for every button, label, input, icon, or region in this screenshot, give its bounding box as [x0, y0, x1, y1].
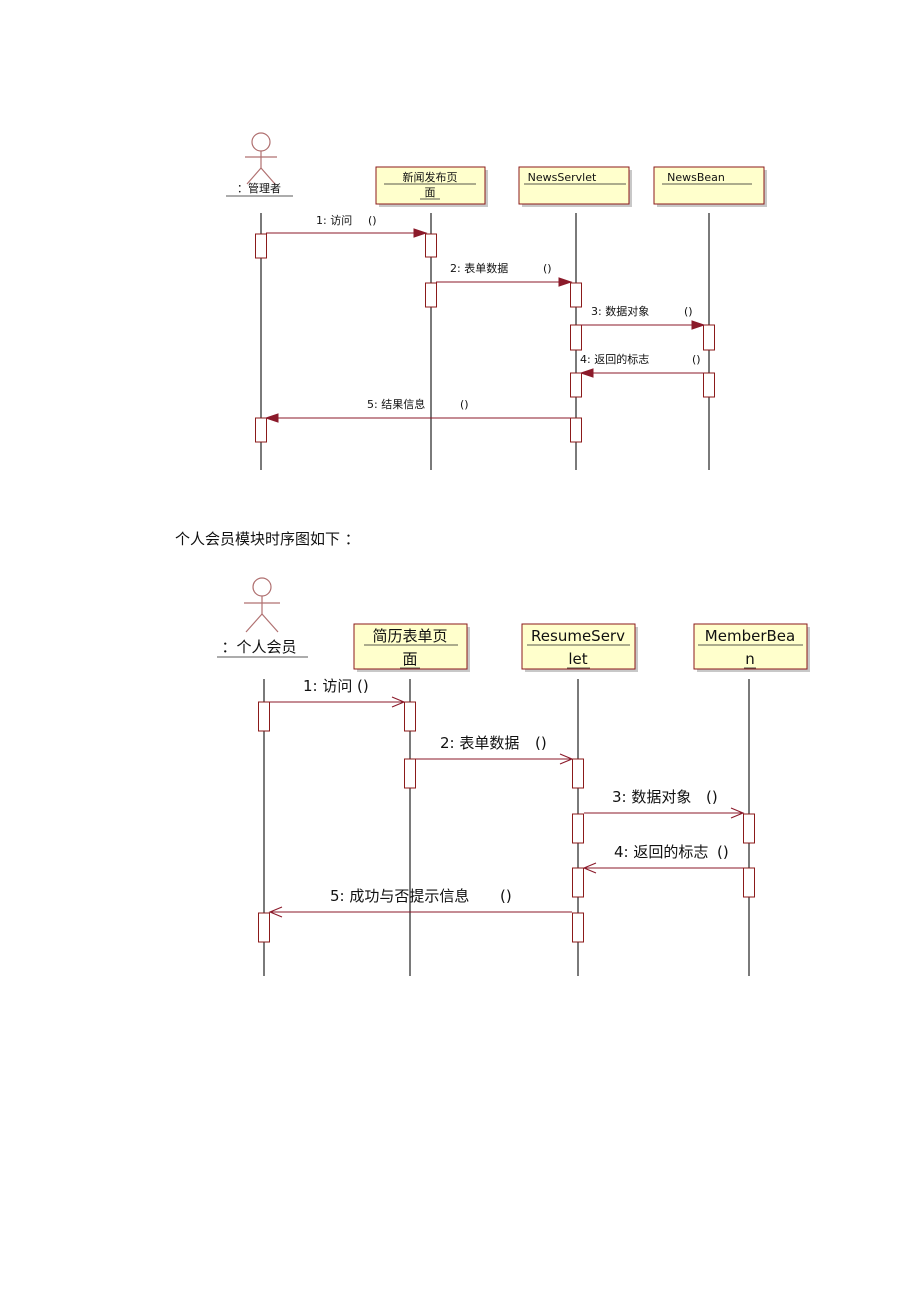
activation-bar	[743, 867, 755, 898]
arrow-head	[691, 320, 706, 330]
message-2: 2: 表单数据 ()	[416, 734, 574, 765]
activation-bar	[404, 701, 416, 732]
activation-bar	[570, 372, 582, 398]
message-args: ()	[717, 843, 729, 861]
message-args: ()	[535, 734, 547, 752]
message-label: 1: 访问	[303, 677, 352, 695]
activation-bar	[743, 813, 755, 844]
actor-head	[252, 577, 272, 597]
object-label-line: n	[745, 650, 755, 668]
section-caption: 个人会员模块时序图如下 ：	[175, 530, 360, 548]
message-args: ()	[368, 214, 377, 227]
message-label: 5: 成功与否提示信息	[330, 887, 469, 905]
object-box-rect	[653, 166, 765, 205]
activation-bar	[572, 758, 584, 789]
activation-bar	[258, 912, 270, 943]
message-args: ()	[357, 677, 369, 695]
arrow-head	[264, 413, 279, 423]
object-box-rect	[693, 623, 808, 670]
message-4: 4: 返回的标志 ()	[582, 843, 743, 874]
message-3: 3: 数据对象 ()	[581, 304, 706, 330]
message-args: ()	[692, 353, 701, 366]
arrow-head	[582, 862, 597, 874]
message-label: 1: 访问	[316, 214, 352, 227]
message-label: 3: 数据对象	[591, 304, 649, 318]
activation-bar	[703, 372, 715, 398]
object-label-line: NewsBean	[667, 171, 725, 184]
object-box-servlet: NewsServlet	[518, 166, 632, 207]
message-1: 1: 访问 ()	[266, 214, 428, 238]
actor-leg-left	[246, 167, 262, 185]
arrow-head	[730, 807, 745, 819]
object-box-rect	[353, 623, 468, 670]
actor-leg-right	[261, 613, 279, 633]
actor-icon	[244, 577, 280, 633]
activation-bar	[425, 282, 437, 308]
message-args: ()	[500, 887, 512, 905]
activation-bar	[570, 417, 582, 443]
object-box-bean: NewsBean	[653, 166, 767, 207]
actor-label: ：个人会员	[221, 638, 296, 656]
actor-leg-left	[245, 613, 263, 633]
message-2: 2: 表单数据 ()	[436, 261, 573, 287]
object-box-rect	[521, 623, 636, 670]
object-box-bean: MemberBea n	[693, 623, 810, 672]
object-label-line: 新闻发布页	[403, 170, 458, 184]
activation-bar	[572, 912, 584, 943]
activation-bar	[703, 324, 715, 351]
message-args: ()	[684, 305, 693, 318]
message-5: 5: 成功与否提示信息 ()	[268, 887, 572, 918]
activation-bar	[425, 233, 437, 258]
actor-head	[251, 132, 271, 152]
message-1: 1: 访问 ()	[270, 677, 406, 708]
actor-icon	[245, 132, 277, 185]
arrow-head	[413, 228, 428, 238]
object-label-line: 简历表单页	[372, 627, 447, 645]
arrow-head	[268, 906, 283, 918]
activation-bar	[570, 324, 582, 351]
arrow-head	[559, 753, 574, 765]
message-3: 3: 数据对象 ()	[584, 788, 745, 819]
message-args: ()	[460, 398, 469, 411]
arrow-head	[579, 368, 594, 378]
activation-bar	[258, 701, 270, 732]
arrow-head	[391, 696, 406, 708]
message-label: 3: 数据对象	[612, 788, 691, 806]
message-label: 4: 返回的标志	[580, 352, 649, 366]
object-box-rect	[375, 166, 486, 205]
activation-bar	[404, 758, 416, 789]
activation-bar	[255, 417, 267, 443]
object-label-line: NewsServlet	[528, 171, 597, 184]
object-label-line: 面	[402, 650, 417, 668]
actor-leg-right	[260, 167, 276, 185]
message-label: 5: 结果信息	[367, 397, 425, 411]
arrow-head	[558, 277, 573, 287]
message-label: 2: 表单数据	[440, 734, 519, 752]
object-label-line: let	[568, 650, 587, 668]
message-4: 4: 返回的标志 ()	[579, 352, 704, 378]
message-args: ()	[543, 262, 552, 275]
object-label-line: 面	[425, 186, 436, 199]
activation-bar	[255, 233, 267, 259]
activation-bar	[572, 867, 584, 898]
activation-bar	[570, 282, 582, 308]
object-label-line: MemberBea	[705, 627, 795, 645]
activation-bar	[572, 813, 584, 844]
message-args: ()	[706, 788, 718, 806]
object-box-servlet: ResumeServ let	[521, 623, 638, 672]
message-label: 2: 表单数据	[450, 261, 508, 275]
object-label-line: ResumeServ	[531, 627, 625, 645]
actor-label: ：管理者	[237, 181, 281, 195]
message-5: 5: 结果信息 ()	[264, 397, 571, 423]
object-box-rect	[518, 166, 630, 205]
message-label: 4: 返回的标志	[614, 843, 708, 861]
